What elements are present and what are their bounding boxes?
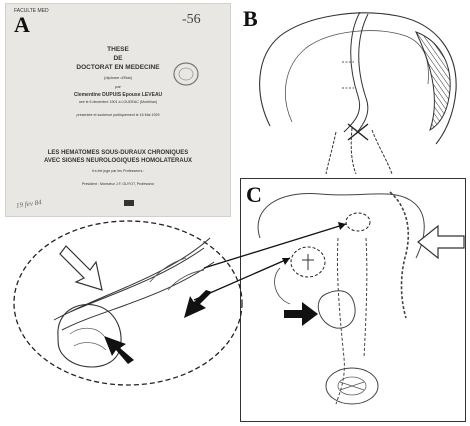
black-arrow-inset-bottom [104,336,134,364]
bridging-veins [54,238,214,330]
connector-arrow-upper [204,224,346,268]
hollow-arrow-inset [60,246,102,290]
connector-arrow-lower [194,258,290,300]
